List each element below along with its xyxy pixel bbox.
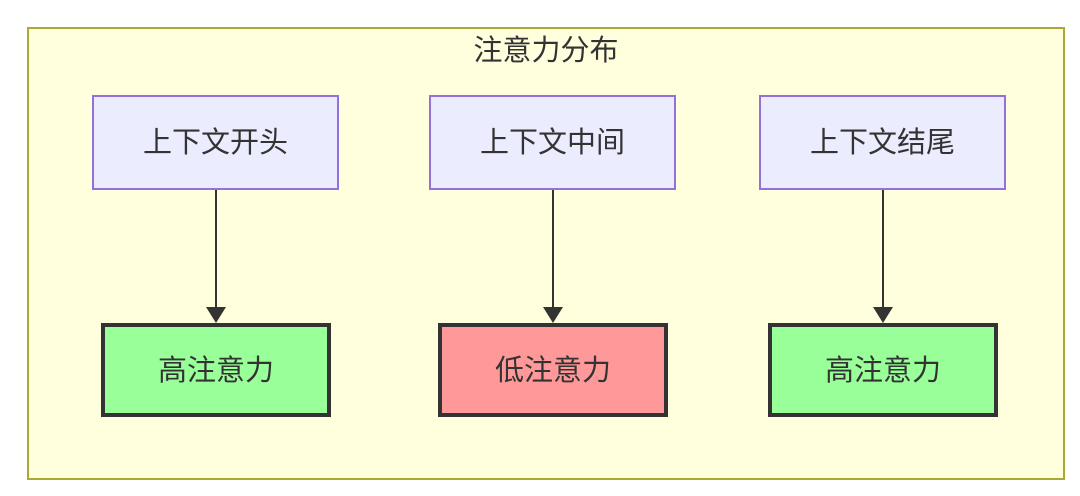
result-node-label: 高注意力: [824, 352, 941, 387]
source-node-context-beginning: 上下文开头: [92, 95, 339, 190]
source-node-label: 上下文结尾: [809, 125, 955, 160]
arrow-down-icon: [542, 307, 563, 323]
source-node-label: 上下文开头: [142, 125, 288, 160]
result-node-label: 高注意力: [157, 352, 274, 387]
source-node-context-end: 上下文结尾: [759, 95, 1006, 190]
result-node-high-attention-1: 高注意力: [101, 323, 331, 417]
result-node-high-attention-2: 高注意力: [768, 323, 998, 417]
attention-distribution-subgraph: 注意力分布 上下文开头 上下文中间 上下文结尾 高注意力 低注意力 高注意力: [27, 27, 1065, 480]
arrow-line: [214, 190, 217, 307]
source-node-label: 上下文中间: [479, 125, 625, 160]
arrow-line: [551, 190, 554, 307]
result-node-low-attention: 低注意力: [438, 323, 668, 417]
source-node-context-middle: 上下文中间: [429, 95, 676, 190]
diagram-title: 注意力分布: [473, 33, 619, 67]
arrow-down-icon: [872, 307, 893, 323]
result-node-label: 低注意力: [494, 352, 611, 387]
arrow-down-icon: [205, 307, 226, 323]
arrow-line: [881, 190, 884, 307]
